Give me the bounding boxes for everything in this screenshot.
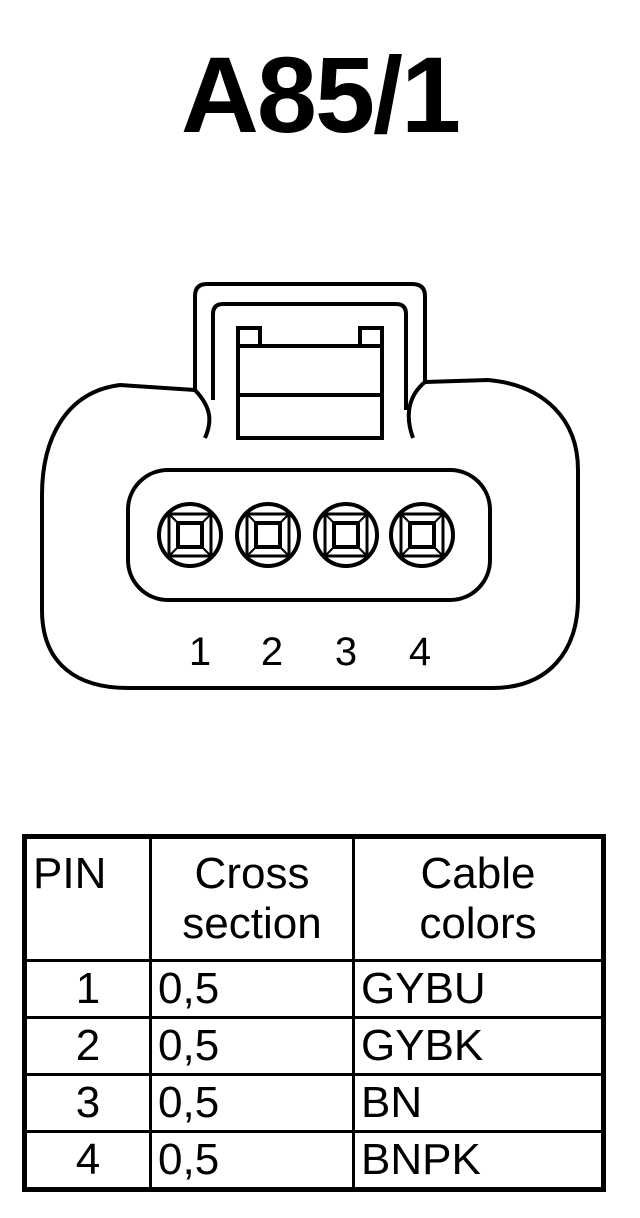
- pin-label-1: 1: [189, 630, 211, 674]
- pin-4-terminal: [389, 502, 455, 568]
- cell-cable-color: BN: [352, 1073, 605, 1133]
- cell-pin: 4: [23, 1130, 152, 1191]
- cell-cable-color: GYBK: [352, 1016, 605, 1076]
- connector-title: A85/1: [180, 34, 461, 155]
- latch-tab-right: [358, 326, 384, 348]
- latch-body: [236, 344, 384, 440]
- cell-pin: 3: [23, 1073, 152, 1133]
- latch-tab-left: [236, 326, 262, 348]
- cell-cable-color: BNPK: [352, 1130, 605, 1191]
- cell-cross-section: 0,5: [149, 1073, 355, 1133]
- table-header-row: PIN Cross section Cable colors: [23, 835, 605, 962]
- cell-cross-section: 0,5: [149, 959, 355, 1019]
- pin-assignment-table: PIN Cross section Cable colors 1 0,5 GYB…: [22, 834, 606, 1192]
- connector-housing: [40, 378, 580, 690]
- pin-1-terminal: [157, 502, 223, 568]
- header-pin: PIN: [23, 835, 152, 962]
- pin-cavity-frame: [126, 468, 492, 602]
- table-row: 1 0,5 GYBU: [23, 959, 605, 1019]
- cell-cross-section: 0,5: [149, 1016, 355, 1076]
- pin-3-terminal: [313, 502, 379, 568]
- cell-pin: 2: [23, 1016, 152, 1076]
- pin-label-4: 4: [409, 630, 431, 674]
- header-cross-section: Cross section: [149, 835, 355, 962]
- latch-inner: [211, 302, 408, 410]
- cell-cable-color: GYBU: [352, 959, 605, 1019]
- latch-outer: [193, 282, 427, 390]
- pin-label-2: 2: [261, 630, 283, 674]
- connector-diagram: 1 2 3 4: [40, 282, 580, 690]
- cell-pin: 1: [23, 959, 152, 1019]
- header-cable-colors: Cable colors: [352, 835, 605, 962]
- pin-2-terminal: [235, 502, 301, 568]
- table-row: 4 0,5 BNPK: [23, 1130, 605, 1191]
- cell-cross-section: 0,5: [149, 1130, 355, 1191]
- pin-label-3: 3: [335, 630, 357, 674]
- table-row: 3 0,5 BN: [23, 1073, 605, 1133]
- table-row: 2 0,5 GYBK: [23, 1016, 605, 1076]
